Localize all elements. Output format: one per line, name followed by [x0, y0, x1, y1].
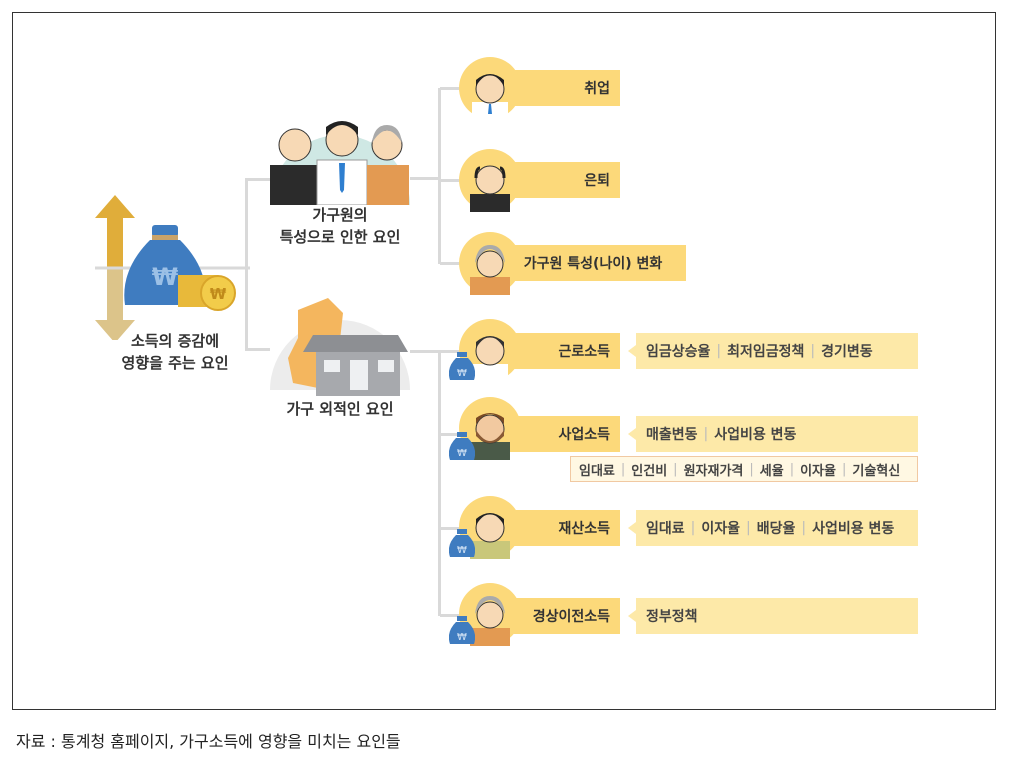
detail-item: 이자율: [701, 521, 740, 537]
connector: [245, 178, 270, 181]
connector: [440, 527, 465, 530]
connector: [440, 87, 465, 90]
old-man-avatar-icon: [459, 149, 521, 212]
connector: [410, 177, 440, 180]
arrow-up-icon: [95, 195, 135, 268]
root-title: 소득의 증감에 영향을 주는 요인: [100, 330, 250, 374]
income-change-icon: ₩ ₩: [95, 195, 250, 340]
svg-text:₩: ₩: [210, 285, 227, 303]
connector: [245, 348, 270, 351]
bearded-man-avatar-icon: [459, 397, 521, 460]
connector: [440, 179, 465, 182]
money-bag-icon: ₩: [449, 616, 475, 644]
factor-label: 가구원 특성(나이) 변화: [523, 256, 663, 272]
factor-employment: 취업: [510, 70, 620, 106]
detail-item: 배당율: [756, 521, 796, 537]
group-internal-label-line1: 가구원의: [312, 206, 368, 224]
money-bag-icon: ₩: [449, 432, 475, 460]
detail-item: 사업비용 변동: [714, 427, 797, 443]
man-avatar-icon: [459, 496, 521, 559]
group-external-label: 가구 외적인 요인: [286, 400, 394, 418]
svg-text:₩: ₩: [152, 263, 179, 291]
income-type-earned: 근로소득: [510, 333, 620, 369]
detail-item: 매출변동: [646, 427, 698, 443]
group-internal-label-line2: 특성으로 인한 요인: [279, 228, 401, 246]
subdetail-item: 이자율: [800, 463, 836, 479]
subdetail-item: 기술혁신: [852, 463, 901, 479]
subdetail-item: 세율: [759, 463, 784, 479]
detail-item: 임금상승율: [646, 344, 711, 360]
connector: [410, 350, 440, 353]
factor-label: 은퇴: [584, 173, 610, 189]
subdetail-item: 임대료: [579, 463, 615, 479]
svg-text:₩: ₩: [457, 545, 467, 556]
detail-item: 경기변동: [821, 344, 873, 360]
connector: [245, 178, 248, 350]
young-man-avatar-icon: [459, 57, 521, 120]
income-type-property: 재산소득: [510, 510, 620, 546]
connector: [440, 433, 465, 436]
income-type-label: 근로소득: [558, 344, 610, 360]
income-type-label: 재산소득: [558, 521, 610, 537]
connector: [438, 88, 441, 264]
diagram-frame: [12, 12, 996, 710]
house-map-icon: [270, 298, 410, 396]
grandmother-avatar-icon: [459, 583, 521, 646]
detail-item: 임대료: [646, 521, 685, 537]
subdetail-item: 원자재가격: [683, 463, 744, 479]
income-type-label: 경상이전소득: [532, 609, 610, 625]
business-income-details: 매출변동| 사업비용 변동: [628, 416, 918, 452]
detail-item: 최저임금정책: [727, 344, 805, 360]
money-bag-icon: ₩: [449, 529, 475, 557]
money-bag-icon: ₩: [449, 352, 475, 380]
svg-text:₩: ₩: [457, 448, 467, 459]
household-members-icon: [270, 121, 410, 205]
income-type-transfer: 경상이전소득: [510, 598, 620, 634]
detail-item: 사업비용 변동: [812, 521, 895, 537]
svg-text:₩: ₩: [457, 368, 467, 379]
business-cost-subdetails: 임대료| 인건비| 원자재가격| 세율| 이자율| 기술혁신: [570, 456, 918, 482]
connector: [440, 614, 465, 617]
factor-age-change: 가구원 특성(나이) 변화: [510, 245, 686, 281]
property-income-details: 임대료| 이자율| 배당율| 사업비용 변동: [628, 510, 918, 546]
income-type-label: 사업소득: [558, 427, 610, 443]
svg-text:₩: ₩: [457, 632, 467, 643]
arrow-down-icon: [95, 268, 135, 340]
grandmother-avatar-icon: [459, 232, 521, 295]
detail-item: 정부정책: [646, 609, 698, 625]
coins-icon: ₩: [178, 275, 236, 311]
factor-label: 취업: [584, 81, 610, 97]
connector: [440, 262, 465, 265]
factor-retirement: 은퇴: [510, 162, 620, 198]
worker-avatar-icon: [459, 319, 521, 382]
subdetail-item: 인건비: [631, 463, 668, 479]
transfer-income-details: 정부정책: [628, 598, 918, 634]
earned-income-details: 임금상승율| 최저임금정책| 경기변동: [628, 333, 918, 369]
connector: [438, 350, 441, 616]
root-title-line2: 영향을 주는 요인: [121, 354, 229, 372]
connector: [440, 350, 465, 353]
root-title-line1: 소득의 증감에: [130, 332, 220, 350]
income-type-business: 사업소득: [510, 416, 620, 452]
group-internal-label: 가구원의 특성으로 인한 요인: [265, 204, 415, 248]
source-caption: 자료 : 통계청 홈페이지, 가구소득에 영향을 미치는 요인들: [16, 732, 401, 751]
